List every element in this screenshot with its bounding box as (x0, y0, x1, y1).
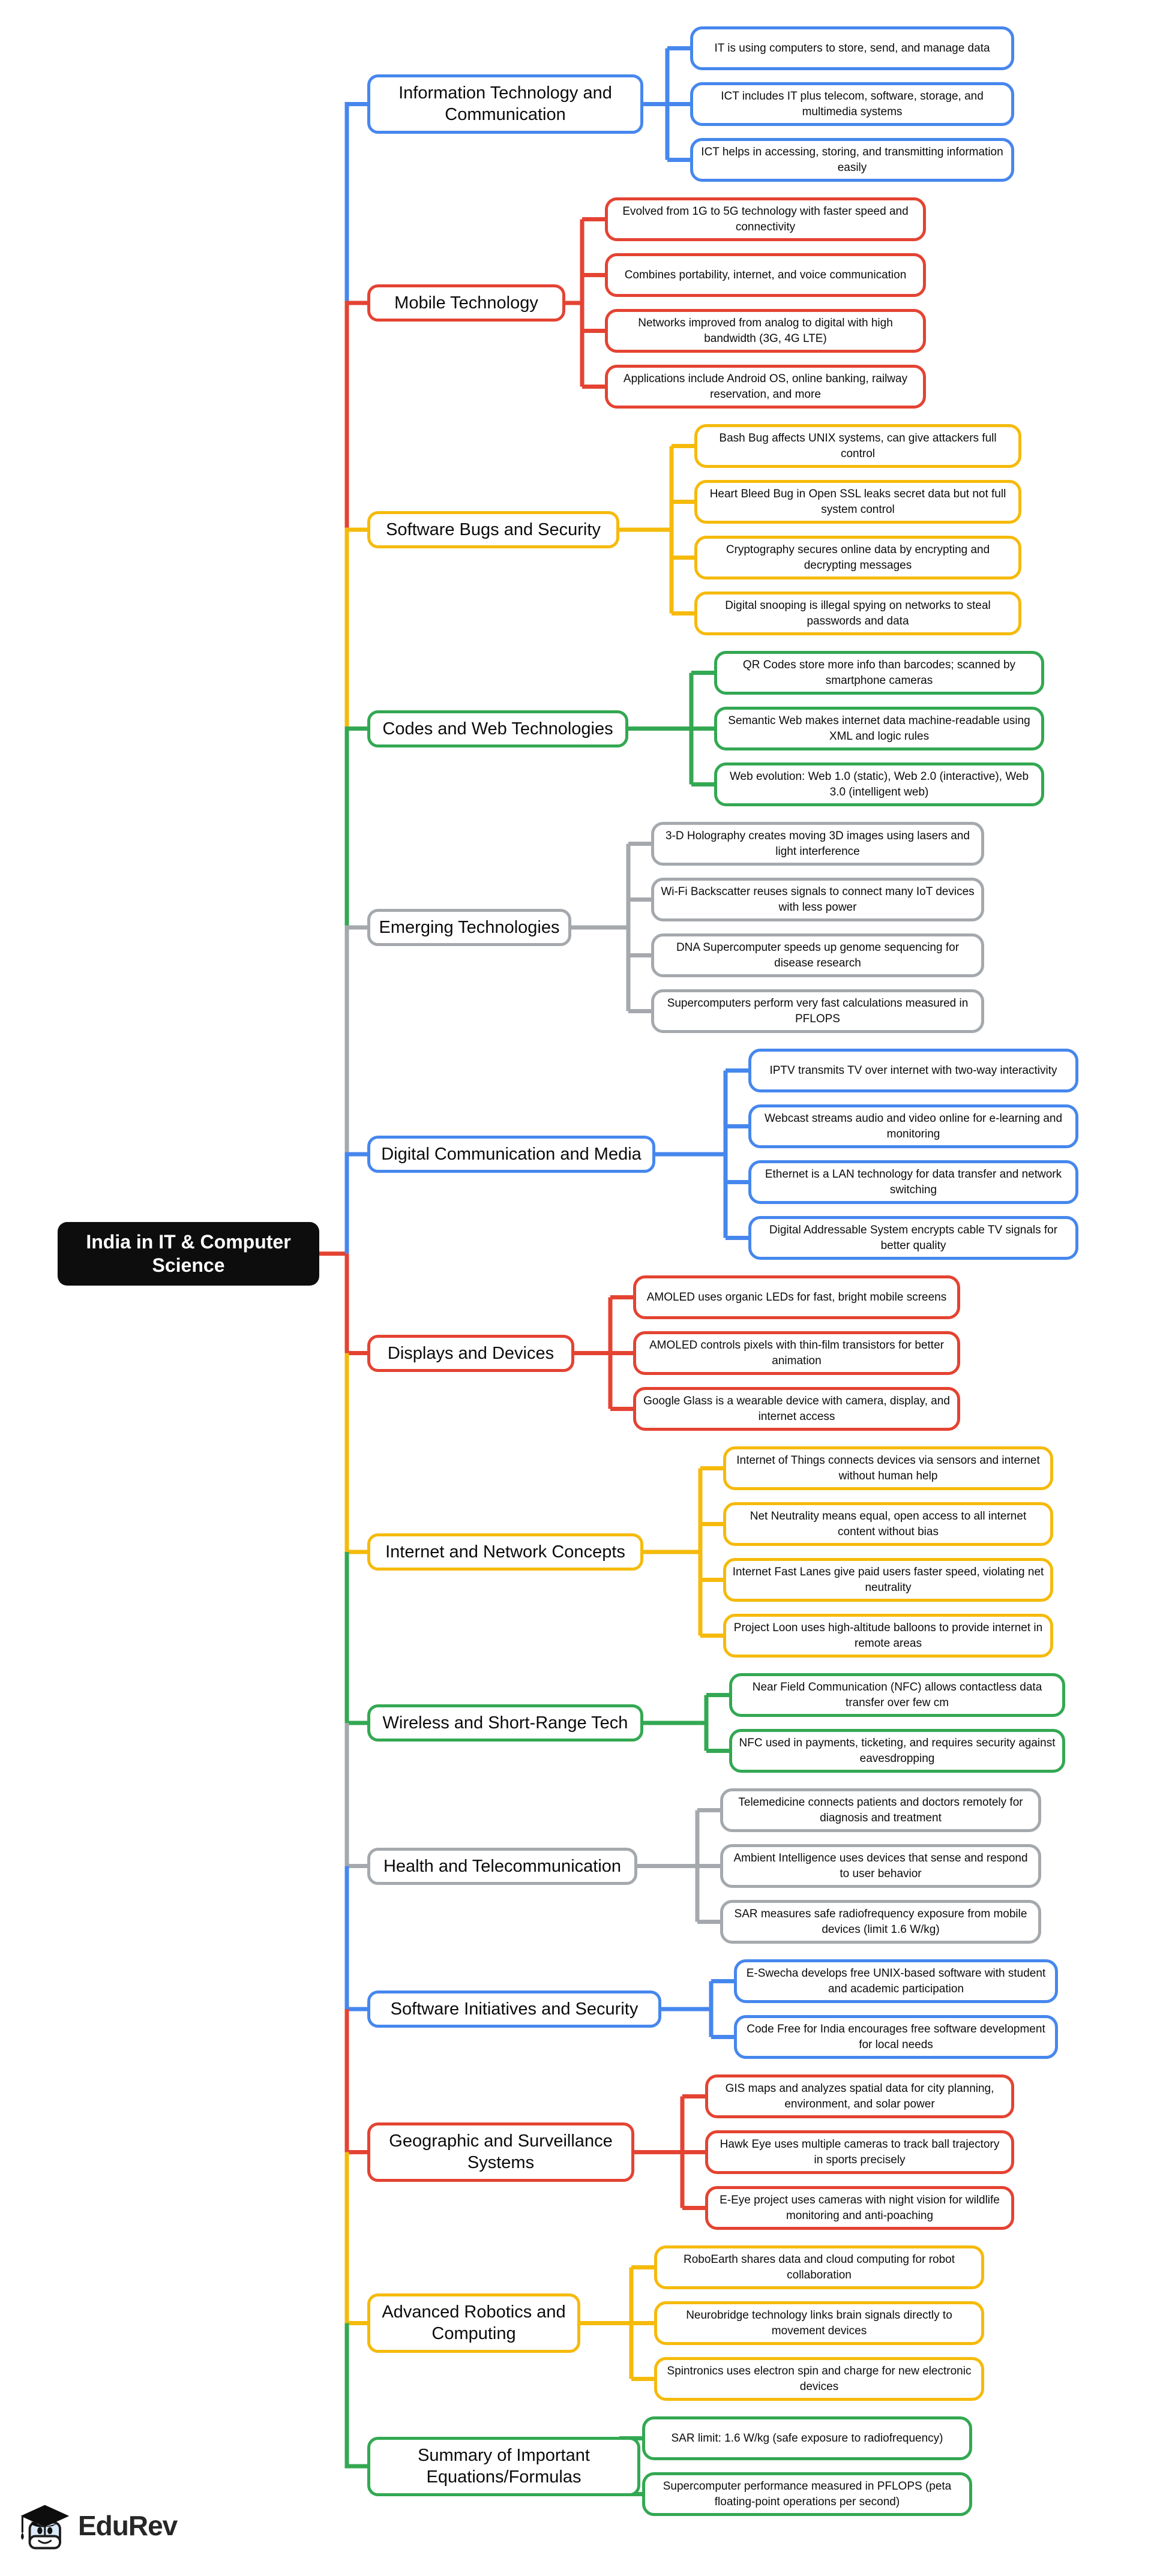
leaf-node: Wi-Fi Backscatter reuses signals to conn… (651, 878, 984, 921)
branch-node: Geographic and Surveillance Systems (367, 2122, 634, 2182)
connector (344, 102, 367, 303)
edurev-logo: EduRev (17, 2500, 178, 2551)
leaf-node: Semantic Web makes internet data machine… (714, 707, 1044, 750)
leaf-node: SAR measures safe radiofrequency exposur… (720, 1900, 1041, 1944)
leaf-node: Net Neutrality means equal, open access … (723, 1502, 1053, 1546)
branch-node: Internet and Network Concepts (367, 1533, 643, 1571)
leaf-node: Bash Bug affects UNIX systems, can give … (694, 424, 1021, 468)
connector (344, 2009, 367, 2154)
leaf-node: Ethernet is a LAN technology for data tr… (748, 1160, 1078, 1204)
connector (643, 1466, 723, 1638)
connector (344, 1866, 367, 2011)
branch-node: Summary of Important Equations/Formulas (367, 2437, 640, 2496)
connector (619, 444, 694, 616)
leaf-node: IPTV transmits TV over internet with two… (748, 1049, 1078, 1092)
leaf-node: Webcast streams audio and video online f… (748, 1104, 1078, 1148)
connector (344, 2152, 367, 2325)
leaf-node: NFC used in payments, ticketing, and req… (729, 1729, 1065, 1773)
leaf-node: Evolved from 1G to 5G technology with fa… (605, 197, 926, 241)
leaf-node: Hawk Eye uses multiple cameras to track … (705, 2130, 1014, 2174)
connector (344, 2323, 367, 2469)
connector (634, 2094, 705, 2210)
leaf-node: Near Field Communication (NFC) allows co… (729, 1673, 1065, 1717)
leaf-node: Heart Bleed Bug in Open SSL leaks secret… (694, 480, 1021, 524)
branch-node: Emerging Technologies (367, 909, 571, 947)
leaf-node: Telemedicine connects patients and docto… (720, 1788, 1041, 1832)
leaf-node: Neurobridge technology links brain signa… (654, 2301, 984, 2345)
leaf-node: Spintronics uses electron spin and charg… (654, 2357, 984, 2401)
edurev-mascot-icon (20, 2505, 70, 2550)
branch-node: Advanced Robotics and Computing (367, 2293, 580, 2353)
leaf-node: Digital Addressable System encrypts cabl… (748, 1216, 1078, 1260)
leaf-node: GIS maps and analyzes spatial data for c… (705, 2074, 1014, 2118)
leaf-node: DNA Supercomputer speeds up genome seque… (651, 933, 984, 977)
leaf-node: QR Codes store more info than barcodes; … (714, 651, 1044, 695)
leaf-node: Web evolution: Web 1.0 (static), Web 2.0… (714, 762, 1044, 806)
connector (574, 1295, 633, 1411)
leaf-node: Google Glass is a wearable device with c… (633, 1387, 960, 1431)
connector (628, 671, 714, 786)
leaf-node: AMOLED uses organic LEDs for fast, brigh… (633, 1275, 960, 1319)
root-node: India in IT & Computer Science (58, 1222, 319, 1286)
connector (344, 1723, 367, 1868)
connector (344, 301, 367, 530)
branch-node: Information Technology and Communication (367, 74, 643, 134)
connector (637, 1808, 720, 1924)
leaf-node: Supercomputer performance measured in PF… (642, 2472, 972, 2516)
leaf-node: Internet of Things connects devices via … (723, 1446, 1053, 1490)
branch-node: Wireless and Short-Range Tech (367, 1704, 643, 1742)
connector (655, 1068, 748, 1240)
leaf-node: Internet Fast Lanes give paid users fast… (723, 1558, 1053, 1602)
leaf-node: E-Eye project uses cameras with night vi… (705, 2186, 1014, 2230)
connector (344, 1253, 367, 1355)
leaf-node: Networks improved from analog to digital… (605, 309, 926, 353)
leaf-node: Ambient Intelligence uses devices that s… (720, 1844, 1041, 1888)
leaf-node: 3-D Holography creates moving 3D images … (651, 822, 984, 866)
leaf-node: Digital snooping is illegal spying on ne… (694, 592, 1021, 635)
connector (661, 1979, 734, 2039)
leaf-node: AMOLED controls pixels with thin-film tr… (633, 1331, 960, 1375)
leaf-node: Code Free for India encourages free soft… (734, 2015, 1058, 2059)
connector (344, 527, 367, 729)
leaf-node: Supercomputers perform very fast calcula… (651, 989, 984, 1033)
connector (643, 1693, 729, 1753)
connector (565, 217, 605, 389)
leaf-node: ICT helps in accessing, storing, and tra… (690, 138, 1014, 182)
connector (344, 925, 367, 1154)
connector (344, 1152, 367, 1254)
branch-node: Health and Telecommunication (367, 1848, 637, 1886)
branch-node: Digital Communication and Media (367, 1136, 655, 1173)
connector (344, 1552, 367, 1725)
leaf-node: Applications include Android OS, online … (605, 365, 926, 409)
leaf-node: RoboEarth shares data and cloud computin… (654, 2245, 984, 2289)
edurev-brand-text: EduRev (78, 2510, 178, 2541)
connector (580, 2265, 654, 2381)
leaf-node: E-Swecha develops free UNIX-based softwa… (734, 1959, 1058, 2003)
leaf-node: SAR limit: 1.6 W/kg (safe exposure to ra… (642, 2416, 972, 2460)
leaf-node: IT is using computers to store, send, an… (690, 26, 1014, 70)
connector (571, 842, 651, 1013)
connector (344, 1353, 367, 1554)
branch-node: Codes and Web Technologies (367, 710, 628, 748)
branch-node: Software Initiatives and Security (367, 1990, 661, 2028)
connector (643, 46, 690, 162)
leaf-node: Combines portability, internet, and voic… (605, 253, 926, 297)
branch-node: Software Bugs and Security (367, 511, 619, 549)
leaf-node: Cryptography secures online data by encr… (694, 536, 1021, 580)
branch-node: Mobile Technology (367, 284, 565, 322)
leaf-node: Project Loon uses high-altitude balloons… (723, 1614, 1053, 1658)
leaf-node: ICT includes IT plus telecom, software, … (690, 82, 1014, 126)
branch-node: Displays and Devices (367, 1335, 574, 1373)
connector (344, 726, 367, 927)
